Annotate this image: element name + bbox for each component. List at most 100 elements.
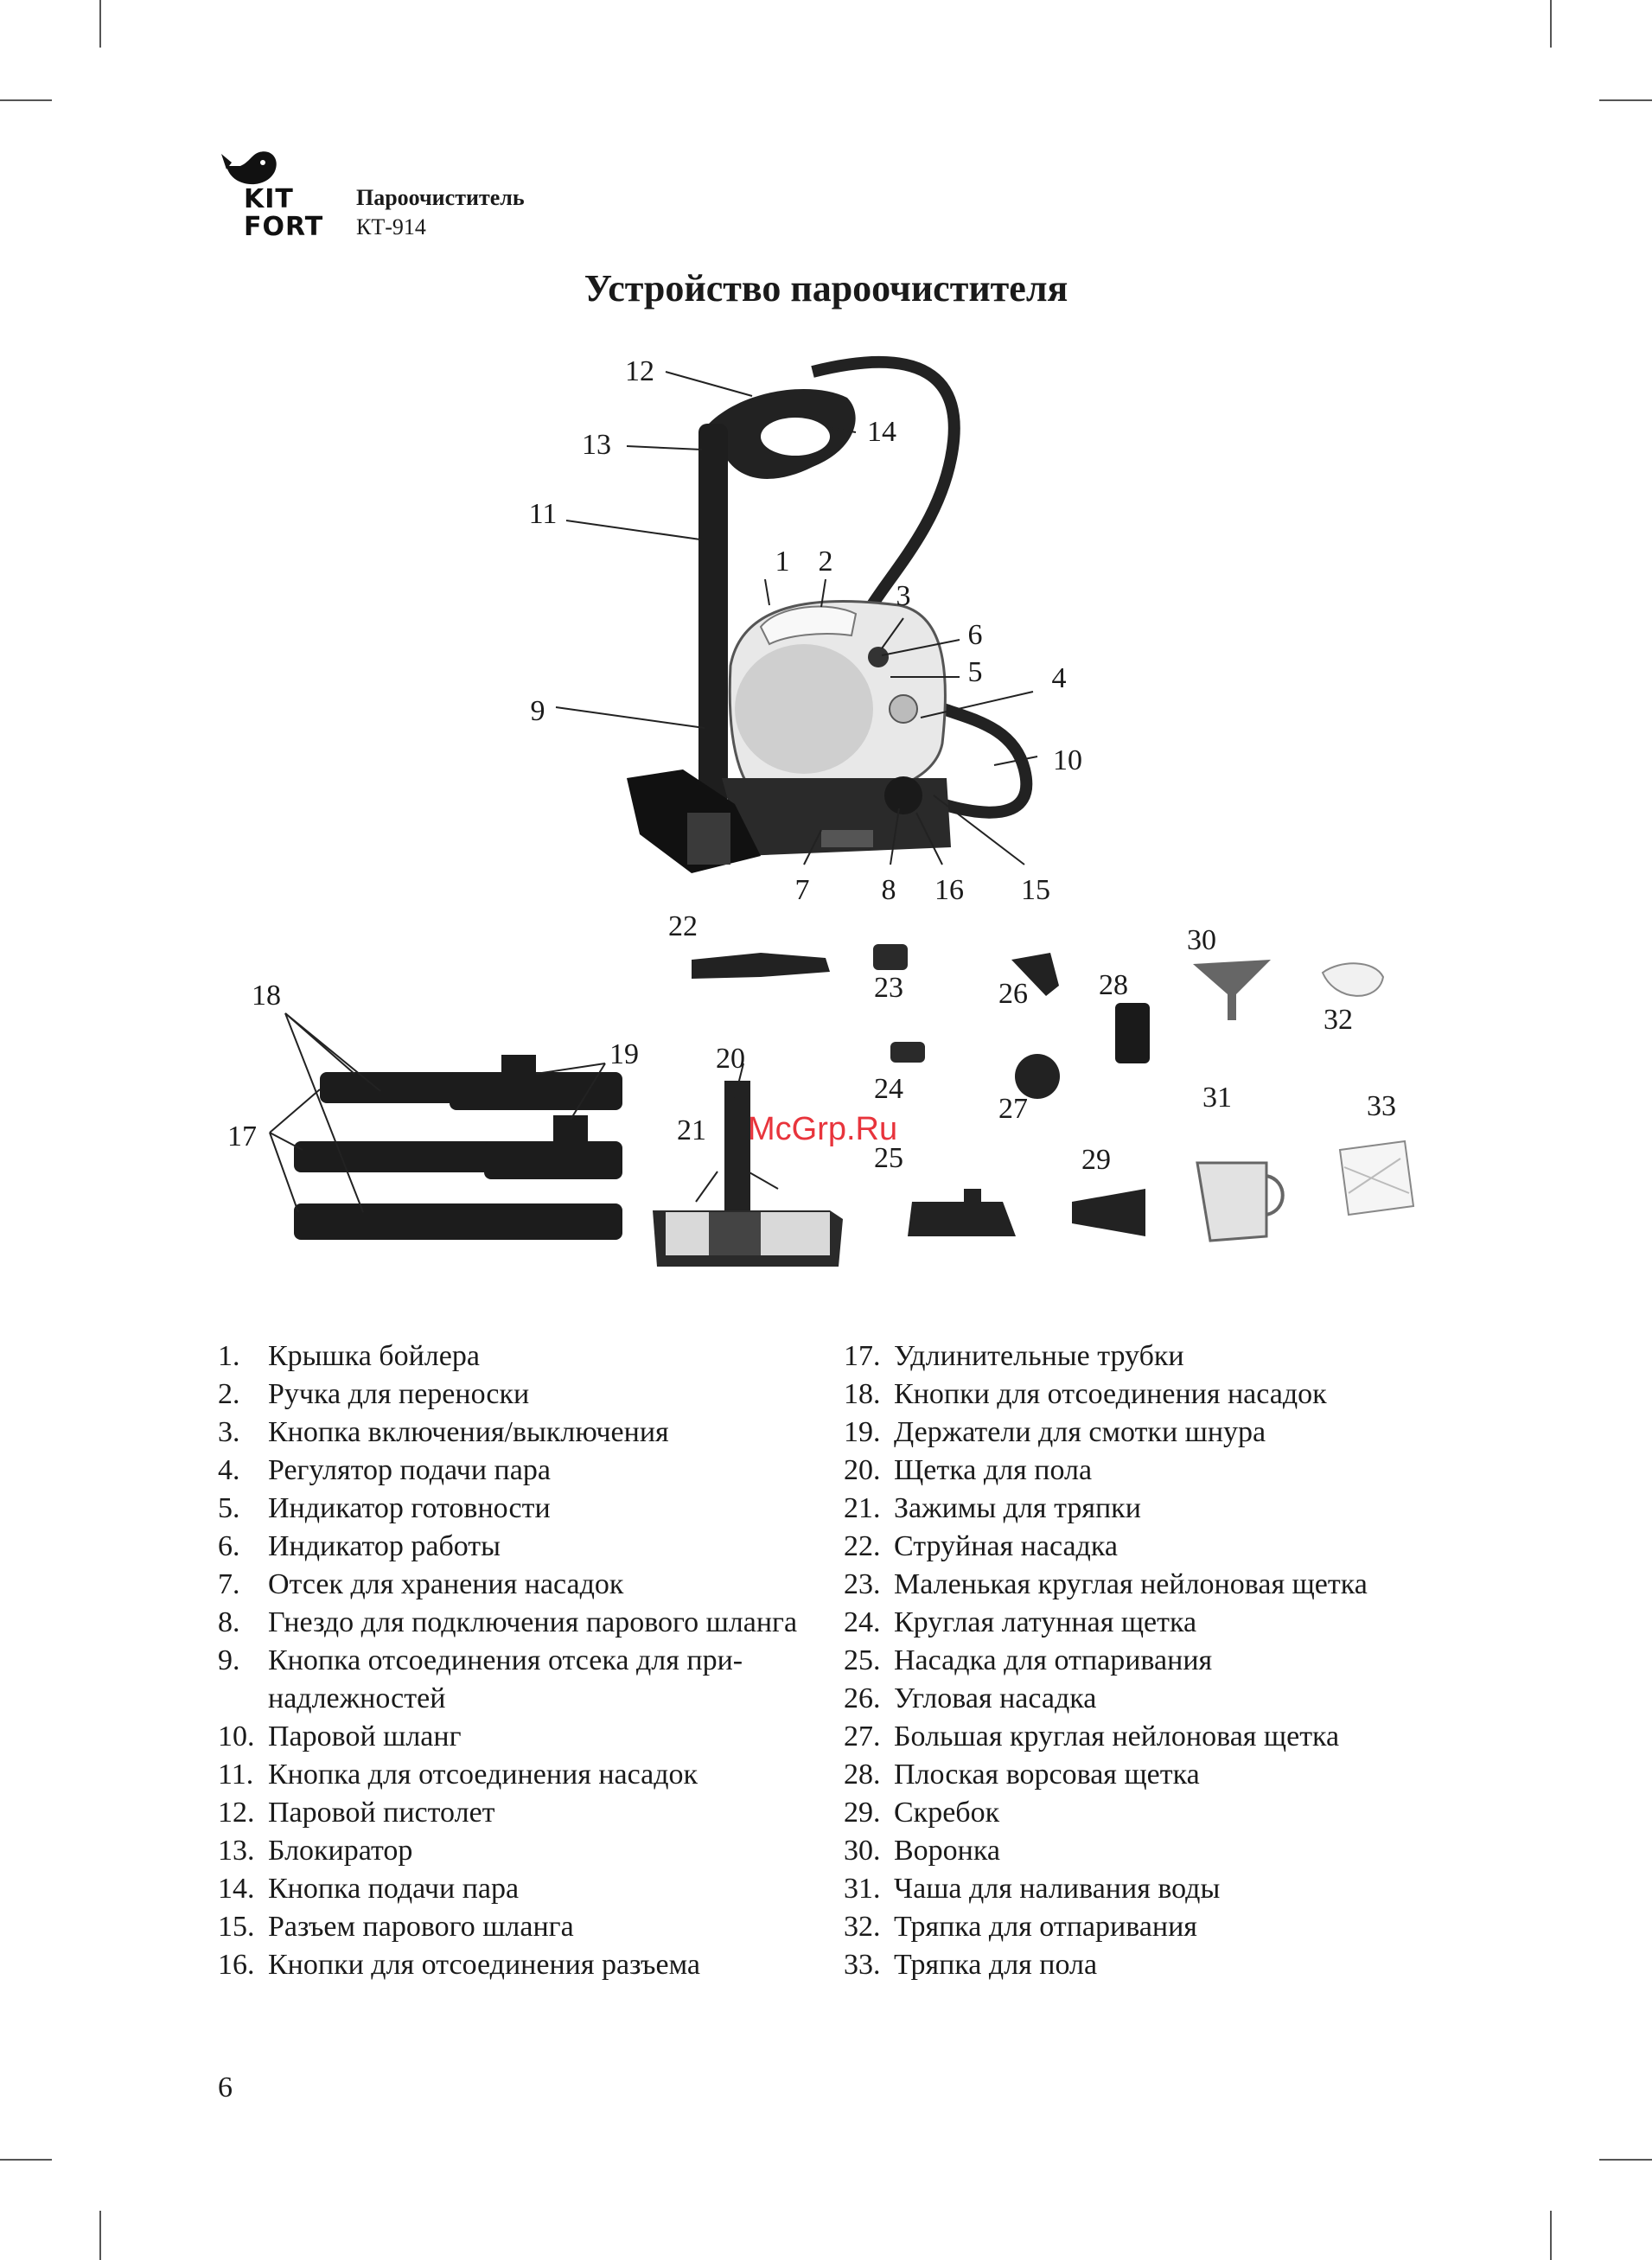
item-number: 10.: [218, 1721, 255, 1752]
callout-13: 13: [582, 429, 611, 461]
parts-list-item: 2.Ручка для переноски: [218, 1376, 832, 1414]
item-label: Кнопка для отсоединения насадок: [268, 1759, 698, 1791]
item-label: Держатели для смотки шнура: [894, 1416, 1266, 1448]
crop-mark: [1599, 99, 1652, 101]
item-label: Щетка для пола: [894, 1454, 1093, 1486]
item-number: 28.: [844, 1759, 881, 1791]
item-label: Чаша для наливания воды: [894, 1873, 1221, 1905]
item-label: Паровой шланг: [268, 1721, 462, 1752]
item-label: Кнопки для отсоединения насадок: [894, 1378, 1327, 1410]
item-label: Разъем парового шланга: [268, 1911, 574, 1943]
parts-list-item: 12.Паровой пистолет: [218, 1794, 832, 1832]
item-number: 23.: [844, 1568, 881, 1600]
item-label: Блокиратор: [268, 1835, 413, 1867]
parts-list-item: 18.Кнопки для отсоединения насадок: [844, 1376, 1501, 1414]
callout-15: 15: [1021, 874, 1050, 906]
item-label: Гнездо для подключения парового шланга: [268, 1606, 798, 1638]
item-number: 33.: [844, 1949, 881, 1981]
item-label: Тряпка для отпаривания: [894, 1911, 1197, 1943]
product-name: Пароочиститель: [356, 185, 525, 210]
parts-list-item: 22. Струйная насадка: [844, 1528, 1501, 1566]
item-number: 31.: [844, 1873, 881, 1905]
callout-17: 17: [227, 1120, 257, 1152]
item-number: 15.: [218, 1911, 255, 1943]
item-number: 7.: [218, 1568, 240, 1600]
parts-list-item: 30.Воронка: [844, 1832, 1501, 1870]
item-label: Скребок: [894, 1797, 1000, 1829]
parts-list-item: 28.Плоская ворсовая щетка: [844, 1756, 1501, 1794]
callout-8: 8: [882, 874, 896, 906]
item-number: 16.: [218, 1949, 255, 1981]
item-number: 4.: [218, 1454, 240, 1486]
item-number: 9.: [218, 1644, 240, 1676]
item-label: Насадка для отпаривания: [894, 1644, 1213, 1676]
brand-line: KIT: [244, 184, 294, 214]
crop-mark: [0, 2159, 52, 2161]
page-number: 6: [218, 2072, 233, 2104]
callout-26: 26: [998, 978, 1028, 1010]
item-number: 13.: [218, 1835, 255, 1867]
callout-22: 22: [668, 910, 698, 942]
item-number: 22.: [844, 1530, 881, 1562]
page-title: Устройство пароочистителя: [584, 267, 1068, 310]
item-label: Струйная насадка: [894, 1530, 1118, 1562]
item-number: 20.: [844, 1454, 881, 1486]
item-label: Зажимы для тряпки: [894, 1492, 1141, 1524]
callout-18: 18: [252, 980, 281, 1012]
item-number: 29.: [844, 1797, 881, 1829]
item-label: Угловая насадка: [894, 1682, 1097, 1714]
parts-list-item: 33.Тряпка для пола: [844, 1946, 1501, 1984]
callout-14: 14: [867, 416, 896, 448]
callout-27: 27: [998, 1093, 1028, 1125]
callout-33: 33: [1367, 1090, 1396, 1122]
parts-list-item: 11. Кнопка для отсоединения насадок: [218, 1756, 832, 1794]
item-number: 1.: [218, 1340, 240, 1372]
crop-mark: [1550, 0, 1552, 48]
crop-mark: [1599, 2159, 1652, 2161]
parts-list-item: 6.Индикатор работы: [218, 1528, 832, 1566]
item-number: 8.: [218, 1606, 240, 1638]
parts-list-item: 32.Тряпка для отпаривания: [844, 1908, 1501, 1946]
parts-list-item: 25.Насадка для отпаривания: [844, 1642, 1501, 1680]
item-number: 11.: [218, 1759, 254, 1791]
parts-list-item: 14.Кнопка подачи пара: [218, 1870, 832, 1908]
item-label: Отсек для хранения насадок: [268, 1568, 624, 1600]
callout-30: 30: [1187, 924, 1216, 956]
item-number: 30.: [844, 1835, 881, 1867]
callout-32: 32: [1324, 1004, 1353, 1036]
parts-list-item: 24. Круглая латунная щетка: [844, 1604, 1501, 1642]
item-number: 5.: [218, 1492, 240, 1524]
item-number: 3.: [218, 1416, 240, 1448]
callout-10: 10: [1053, 744, 1082, 776]
item-label: Кнопки для отсоединения разъема: [268, 1949, 700, 1981]
kitfort-whale-logo: [221, 151, 277, 185]
parts-list-item: 26.Угловая насадка: [844, 1680, 1501, 1718]
item-label: Крышка бойлера: [268, 1340, 480, 1372]
callout-12: 12: [625, 355, 654, 387]
item-label: Индикатор работы: [268, 1530, 501, 1562]
callout-1: 1: [775, 546, 790, 578]
crop-mark: [0, 99, 52, 101]
product-model: КТ-914: [356, 214, 426, 239]
item-label: Круглая латунная щетка: [894, 1606, 1197, 1638]
callout-9: 9: [531, 695, 545, 727]
parts-list-item: 27.Большая круглая нейлоновая щетка: [844, 1718, 1501, 1756]
item-number: 24.: [844, 1606, 881, 1638]
item-label: Регулятор подачи пара: [268, 1454, 551, 1486]
callout-20: 20: [716, 1043, 745, 1075]
callout-24: 24: [874, 1073, 903, 1105]
parts-list-item: 5.Индикатор готовности: [218, 1490, 832, 1528]
item-label: Удлинительные трубки: [894, 1340, 1184, 1372]
callout-21: 21: [677, 1114, 706, 1146]
parts-list-item: 3.Кнопка включения/выключения: [218, 1414, 832, 1452]
parts-list-item: 16. Кнопки для отсоединения разъема: [218, 1946, 832, 1984]
callout-19: 19: [609, 1038, 639, 1070]
item-number: 14.: [218, 1873, 255, 1905]
parts-list-item: 8. Гнездо для подключения парового шланга: [218, 1604, 832, 1642]
parts-list-item: 9.Кнопка отсоединения отсека для при-над…: [218, 1642, 832, 1718]
brand-line: FORT: [244, 212, 324, 242]
parts-list-item: 20. Щетка для пола: [844, 1452, 1501, 1490]
parts-list-item: 1. Крышка бойлера: [218, 1337, 832, 1376]
